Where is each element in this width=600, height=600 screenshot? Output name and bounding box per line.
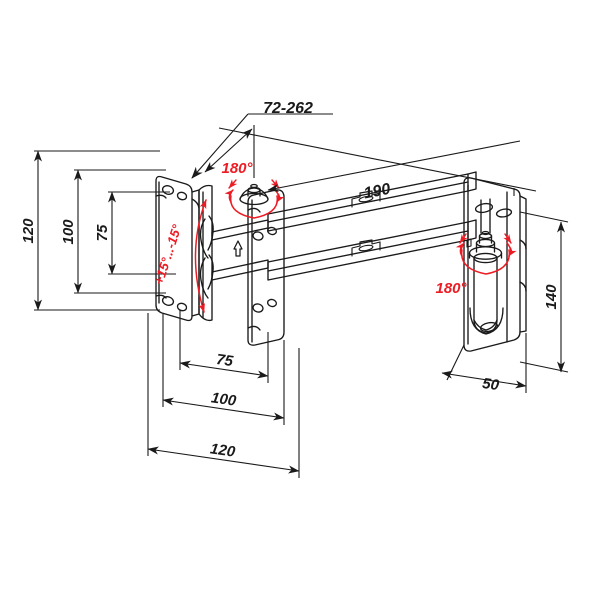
swivel-arc-wall [455,233,517,275]
label-width-100: 100 [210,389,238,409]
dim-width-50 [441,333,527,393]
swivel-joint-wall [466,198,504,335]
dim-width-100 [162,313,285,425]
label-swivel-wall: 180° [435,280,467,297]
label-width-120: 120 [209,440,237,460]
dimension-lines [34,113,569,478]
pivot-plate [247,189,285,346]
motion-annotations [194,179,517,313]
tilt-arc-indicator [194,199,207,313]
dim-width-120 [147,313,300,478]
dim-height-75 [108,191,176,275]
label-height-100: 100 [60,219,77,245]
label-depth-range: 72-262 [263,100,313,117]
dimension-labels: 72-262 190 120 100 75 75 100 120 140 50 [20,100,560,461]
up-arrow-icon [233,240,243,257]
dim-arm-length [204,125,537,196]
label-height-75: 75 [94,224,111,241]
label-width-50: 50 [481,375,501,394]
dim-height-120 [34,150,160,311]
label-width-75: 75 [215,351,235,370]
dim-width-75 [179,310,269,383]
label-height-140: 140 [543,284,560,310]
dim-height-100 [74,169,166,294]
swivel-joint-head [239,183,269,206]
label-height-120: 120 [20,218,37,244]
label-swivel-head: 180° [221,160,253,177]
dim-height-140 [519,211,569,373]
label-arm-length: 190 [362,181,392,203]
